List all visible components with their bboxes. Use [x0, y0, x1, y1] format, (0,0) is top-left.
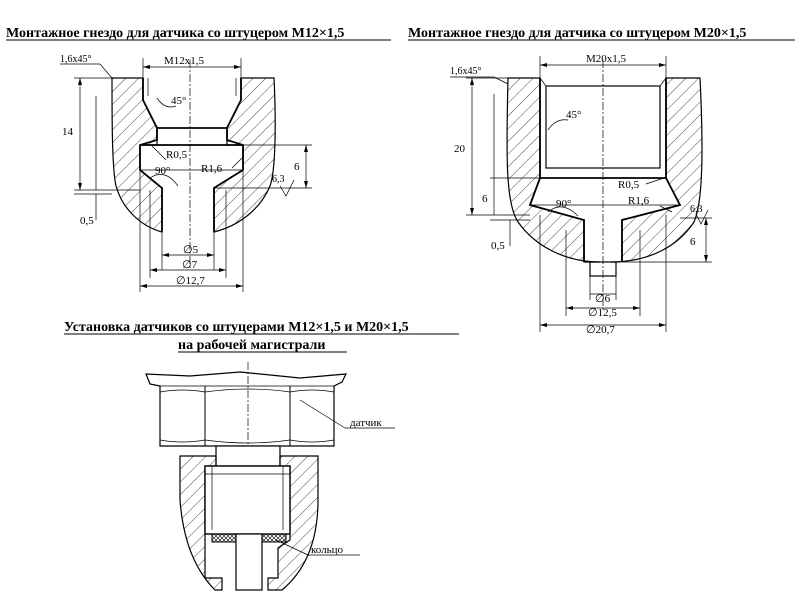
m12-arrow: [78, 183, 82, 190]
m20-six-right-label: 6: [690, 236, 696, 248]
m12-r05-leader: [151, 145, 167, 161]
m20-r16-label: R1,6: [628, 195, 650, 207]
m20-chamfer-edge: [659, 77, 667, 87]
m20-r16-leader: [659, 205, 673, 213]
m12-angle90-label: 90°: [155, 165, 170, 177]
sensor-label: датчик: [350, 417, 382, 429]
m20-socket-drawing: М20х1,5 1,6x45° 45° 20 6 R0,5 R1,6 90° 6…: [450, 53, 712, 336]
m12-d7-label: ∅7: [182, 259, 198, 271]
m12-inner-right: [213, 78, 244, 232]
m20-chamfer-label: 1,6x45°: [450, 66, 482, 77]
sensor-stem: [235, 533, 263, 591]
m20-d6-label: ∅6: [595, 293, 611, 305]
m12-angle45-arc: [156, 97, 177, 108]
ring-label: кольцо: [311, 544, 344, 556]
m12-r16-label: R1,6: [201, 163, 223, 175]
m20-body-left: [506, 77, 601, 263]
m20-gap-label: 0,5: [491, 240, 505, 252]
m12-d5-label: ∅5: [183, 244, 199, 256]
title-m12: Монтажное гнездо для датчика со штуцером…: [6, 26, 344, 41]
m12-thread-label: М12х1,5: [164, 55, 205, 67]
m20-arrow: [540, 323, 547, 327]
m12-arrow: [304, 145, 308, 152]
m20-six-left-label: 6: [482, 193, 488, 205]
m12-inner-left: [139, 78, 163, 232]
seal-ring-right: [261, 533, 287, 543]
m12-gap-label: 0,5: [80, 215, 94, 227]
m12-arrow: [78, 78, 82, 85]
title-m20: Монтажное гнездо для датчика со штуцером…: [408, 26, 746, 41]
m12-d127-label: ∅12,7: [176, 275, 205, 287]
m12-r16-leader: [231, 157, 243, 169]
m12-rough-label: 6,3: [272, 174, 285, 185]
m12-arrow: [207, 253, 214, 257]
m12-arrow: [219, 268, 226, 272]
m12-chamfer-leader: [99, 63, 113, 79]
title-install-line1: Установка датчиков со штуцерами М12×1,5 …: [64, 320, 409, 335]
m20-angle90-arc: [547, 206, 579, 217]
m12-arrow: [162, 253, 169, 257]
m12-angle90-arc: [149, 174, 179, 187]
m20-arrow: [566, 306, 573, 310]
m20-rough-symbol: [695, 209, 709, 225]
m12-arrow: [143, 65, 150, 69]
m12-body-right: [213, 77, 276, 233]
m12-arrow: [140, 284, 147, 288]
m12-arrow: [234, 65, 241, 69]
m20-arrow: [633, 306, 640, 310]
m12-r05-label: R0,5: [166, 149, 188, 161]
m20-d207-label: ∅20,7: [586, 324, 615, 336]
m12-arrow: [150, 268, 157, 272]
m20-angle90-label: 90°: [556, 198, 571, 210]
m20-r05-label: R0,5: [618, 179, 640, 191]
m20-arrow: [704, 218, 708, 225]
m20-d125-label: ∅12,5: [588, 307, 617, 319]
m12-arrow: [304, 181, 308, 188]
m20-arrow: [704, 255, 708, 262]
m12-chamfer-label: 1,6x45°: [60, 54, 92, 65]
m20-angle45-arc: [547, 119, 569, 131]
installation-drawing: датчик кольцо: [145, 362, 395, 591]
sensor-neck: [215, 445, 281, 467]
m12-body-left: [111, 77, 163, 233]
m20-angle45-label: 45°: [566, 109, 581, 121]
m20-arrow: [470, 78, 474, 85]
m20-arrow: [659, 323, 666, 327]
m12-angle45-label: 45°: [171, 95, 186, 107]
sensor-fitting: [204, 465, 291, 535]
ring-leader: [275, 539, 309, 556]
m20-depth-label: 20: [454, 143, 466, 155]
m20-arrow: [470, 208, 474, 215]
m20-chamfer-edge: [539, 77, 547, 87]
m20-r05-leader: [645, 177, 665, 185]
hex-chamfer-arcs: [159, 388, 335, 393]
title-install-line2: на рабочей магистрали: [178, 338, 325, 353]
m20-rough-label: 6,3: [690, 204, 703, 215]
m20-thread-label: М20х1,5: [586, 53, 627, 65]
sensor-leader: [299, 399, 346, 429]
m20-arrow: [659, 63, 666, 67]
sensor-hex-head: [145, 371, 348, 447]
seal-ring-left: [211, 533, 237, 543]
m12-socket-drawing: М12х1,5 1,6x45° 45° 14 R0,5 R1,6 90° 6 6…: [60, 54, 312, 292]
m20-body-right: [609, 77, 703, 263]
m12-depth-label: 14: [62, 126, 74, 138]
m12-rough-symbol: [279, 179, 295, 197]
m12-arrow: [236, 284, 243, 288]
m12-six-label: 6: [294, 161, 300, 173]
m20-arrow: [540, 63, 547, 67]
